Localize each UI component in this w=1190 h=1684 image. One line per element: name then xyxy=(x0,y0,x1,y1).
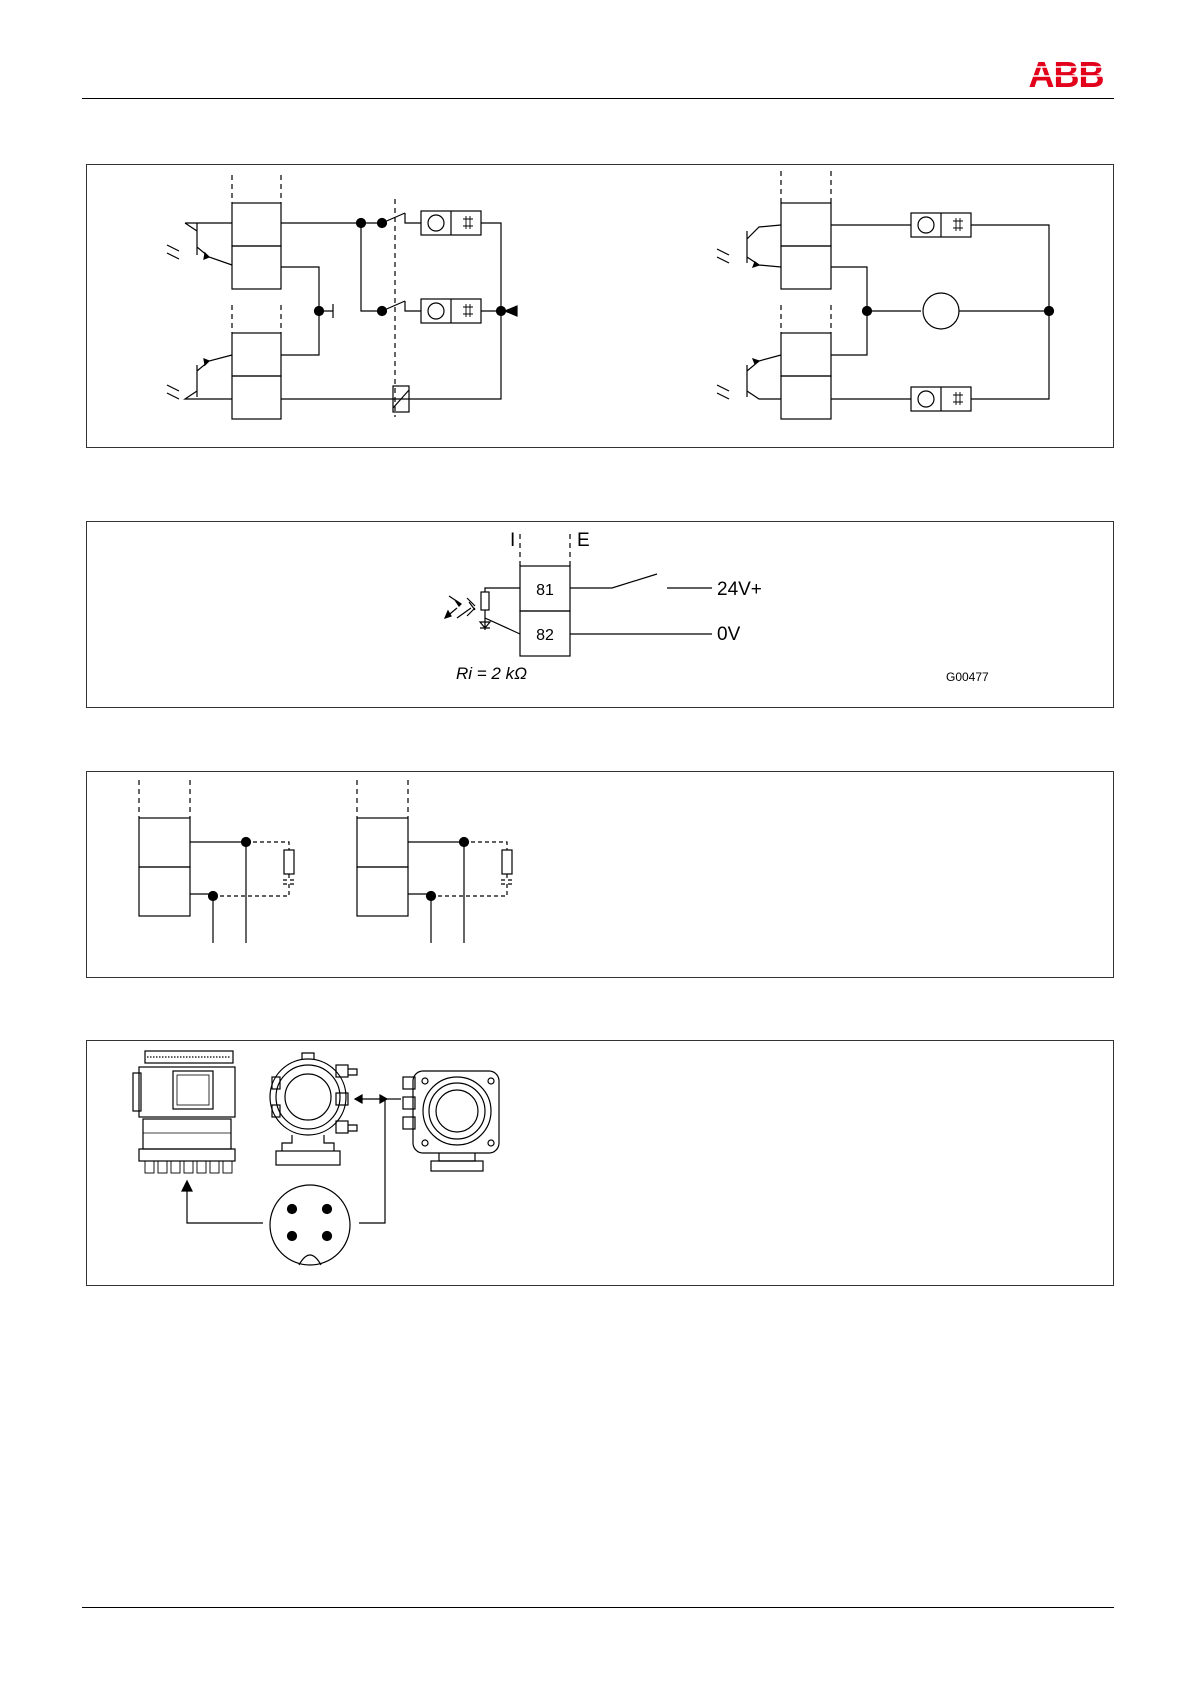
power-supply-icon xyxy=(923,293,959,329)
terminal-rc-right xyxy=(357,780,513,943)
counter-icon xyxy=(911,213,971,237)
internal-label: I xyxy=(510,530,515,551)
switch-icon xyxy=(570,574,657,588)
device-connection-panel xyxy=(86,1040,1114,1286)
capacitor-icon xyxy=(431,874,513,896)
photo-transistor-icon xyxy=(717,225,781,267)
sensor-housing-icon xyxy=(270,1053,357,1165)
resistance-label: Ri = 2 kΩ xyxy=(456,664,527,683)
abb-logo-text: ABB xyxy=(1029,56,1104,90)
photo-transistor-icon xyxy=(167,355,232,399)
transmitter-housing-icon xyxy=(133,1051,235,1173)
terminal-rc-panel xyxy=(86,771,1114,978)
resistor-icon xyxy=(481,592,489,610)
terminal-82-label: 82 xyxy=(536,627,554,644)
pulse-input-panel: I E 81 82 24V+ 0V Ri = 2 kΩ G00477 xyxy=(86,521,1114,708)
counter-icon xyxy=(911,387,971,411)
footer-rule xyxy=(82,1607,1114,1608)
resistor-icon xyxy=(284,850,294,874)
photo-transistor-icon xyxy=(167,223,232,265)
abb-logo: ABB xyxy=(1021,56,1111,90)
resistor-icon xyxy=(502,850,512,874)
sensor-housing-icon xyxy=(403,1071,499,1171)
pulse-output-wiring-panel xyxy=(86,164,1114,448)
switch-icon xyxy=(382,301,405,311)
figure-code: G00477 xyxy=(946,670,989,684)
terminal-rc-left xyxy=(139,780,295,943)
capacitor-icon xyxy=(213,874,295,896)
counter-icon xyxy=(421,211,481,235)
optocoupler-icon xyxy=(445,588,520,634)
switch-icon xyxy=(382,213,405,223)
terminal-81-label: 81 xyxy=(536,582,554,599)
photo-transistor-icon xyxy=(717,355,781,399)
external-label: E xyxy=(577,530,590,551)
supply-positive-label: 24V+ xyxy=(717,579,762,600)
header-rule xyxy=(82,98,1114,99)
left-output-circuit xyxy=(167,175,517,419)
right-output-circuit xyxy=(717,171,1054,419)
counter-icon xyxy=(421,299,481,323)
connector-socket-icon xyxy=(270,1185,350,1265)
supply-zero-label: 0V xyxy=(717,624,741,645)
